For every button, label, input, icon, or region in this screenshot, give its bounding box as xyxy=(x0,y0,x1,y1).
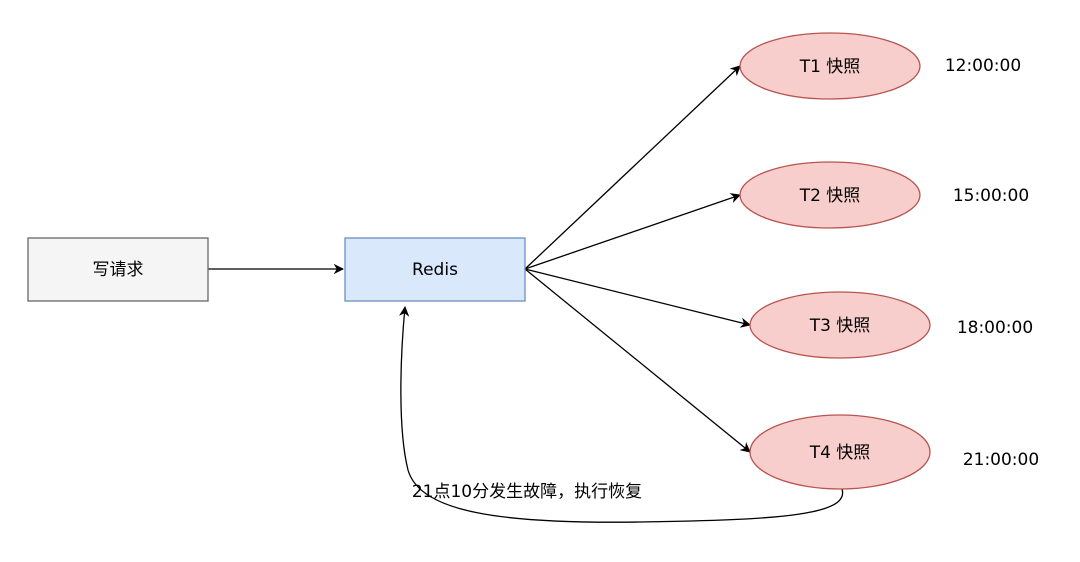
node-write-request: 写请求 xyxy=(27,237,209,302)
node-snapshot-t3: T3 快照 xyxy=(749,291,931,359)
snapshot-label: T1 快照 xyxy=(799,57,861,77)
snapshot-label: T3 快照 xyxy=(809,316,871,336)
redis-label: Redis xyxy=(412,260,458,280)
snapshot-time: 12:00:00 xyxy=(945,56,1021,76)
write-request-label: 写请求 xyxy=(93,260,144,280)
snapshot-time: 15:00:00 xyxy=(953,186,1029,206)
node-redis: Redis xyxy=(344,237,526,302)
edge-recovery-t4-to-redis xyxy=(398,305,844,523)
node-snapshot-t1: T1 快照 xyxy=(739,32,921,100)
node-snapshot-t4: T4 快照 xyxy=(749,414,931,490)
edge-redis-to-t4 xyxy=(524,268,751,453)
snapshot-time: 21:00:00 xyxy=(963,450,1039,470)
snapshot-label: T2 快照 xyxy=(799,186,861,206)
edge-redis-to-t2 xyxy=(524,193,741,270)
snapshot-time: 18:00:00 xyxy=(957,318,1033,338)
edge-redis-to-t1 xyxy=(524,65,741,270)
snapshot-label: T4 快照 xyxy=(809,443,871,463)
node-snapshot-t2: T2 快照 xyxy=(739,161,921,229)
edge-redis-to-t3 xyxy=(524,268,752,328)
recovery-edge-label: 21点10分发生故障，执行恢复 xyxy=(412,482,642,502)
